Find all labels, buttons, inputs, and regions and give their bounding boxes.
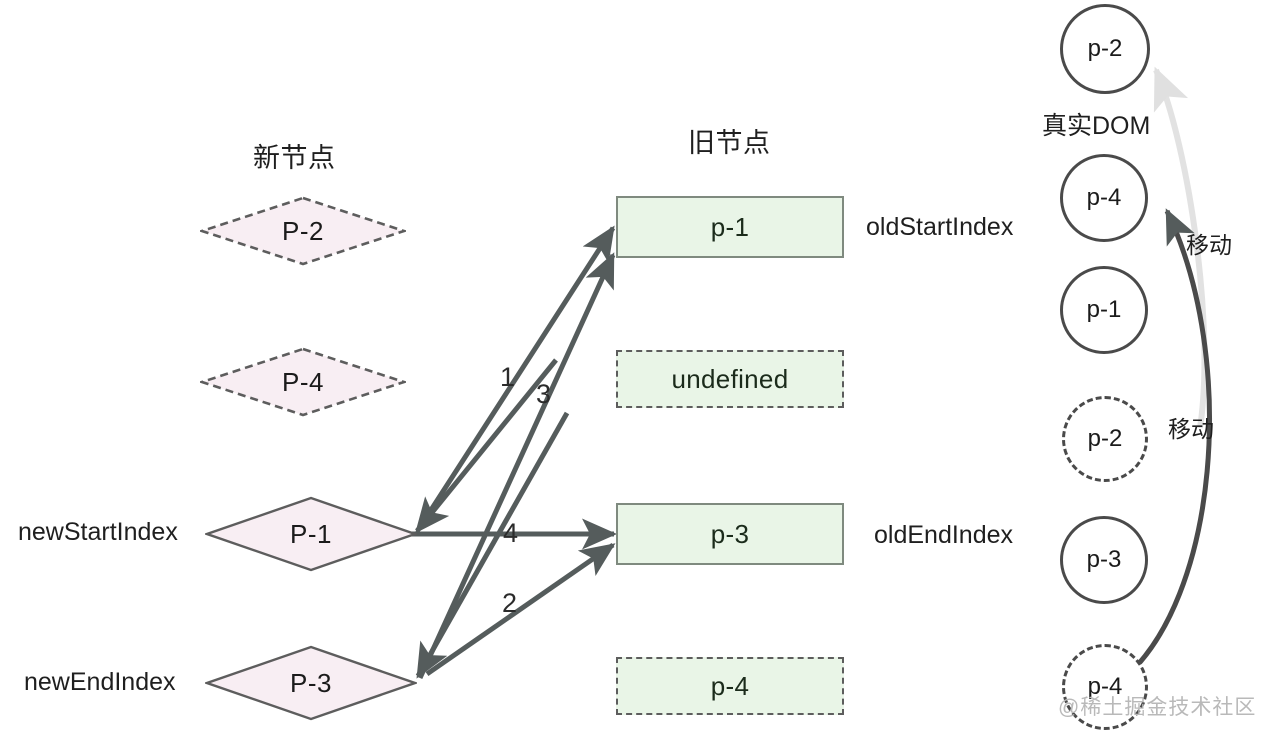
move-label-lower: 移动 <box>1168 416 1214 442</box>
new-node-label: P-4 <box>282 366 324 397</box>
new-nodes-column-title: 新节点 <box>253 143 336 173</box>
new-node-diamond-p2[interactable]: P-2 <box>200 196 406 266</box>
watermark: @稀土掘金技术社区 <box>1058 696 1257 719</box>
old-node-box-p4[interactable]: p-4 <box>616 657 844 715</box>
new-node-label: P-3 <box>290 667 332 698</box>
arrow-step-1 <box>417 225 616 529</box>
dom-circle-p4-dashed[interactable]: p-4 <box>1062 644 1148 730</box>
dom-circle-p2-top[interactable]: p-2 <box>1060 4 1150 94</box>
old-end-index-label: oldEndIndex <box>874 521 1014 549</box>
old-node-box-p1[interactable]: p-1 <box>616 196 844 258</box>
dom-circle-p2-dashed[interactable]: p-2 <box>1062 396 1148 482</box>
diamond-shape-solid <box>205 645 417 721</box>
move-label-upper: 移动 <box>1186 232 1232 258</box>
new-node-label: P-1 <box>290 518 332 549</box>
old-nodes-column-title: 旧节点 <box>688 128 771 158</box>
dom-circle-p4[interactable]: p-4 <box>1060 154 1148 242</box>
arrow-step-2 <box>425 542 616 677</box>
diamond-shape-dashed <box>200 347 406 417</box>
real-dom-column-title: 真实DOM <box>1042 112 1151 140</box>
new-end-index-label: newEndIndex <box>24 668 176 696</box>
step-number-2: 2 <box>502 588 518 618</box>
old-node-box-undefined[interactable]: undefined <box>616 350 844 408</box>
new-node-label: P-2 <box>282 215 324 246</box>
new-start-index-label: newStartIndex <box>18 518 178 546</box>
new-node-diamond-p3[interactable]: P-3 <box>205 645 417 721</box>
step-number-1: 1 <box>500 362 516 392</box>
new-node-diamond-p4[interactable]: P-4 <box>200 347 406 417</box>
diamond-shape-dashed <box>200 196 406 266</box>
dom-circle-p1[interactable]: p-1 <box>1060 266 1148 354</box>
old-start-index-label: oldStartIndex <box>866 213 1014 241</box>
dom-circle-p3[interactable]: p-3 <box>1060 516 1148 604</box>
old-node-box-p3[interactable]: p-3 <box>616 503 844 565</box>
arrow-into-p3-diamond <box>415 411 570 679</box>
diamond-shape-solid <box>205 496 417 572</box>
step-number-4: 4 <box>503 518 519 548</box>
step-number-3: 3 <box>536 379 552 409</box>
new-node-diamond-p1[interactable]: P-1 <box>205 496 417 572</box>
